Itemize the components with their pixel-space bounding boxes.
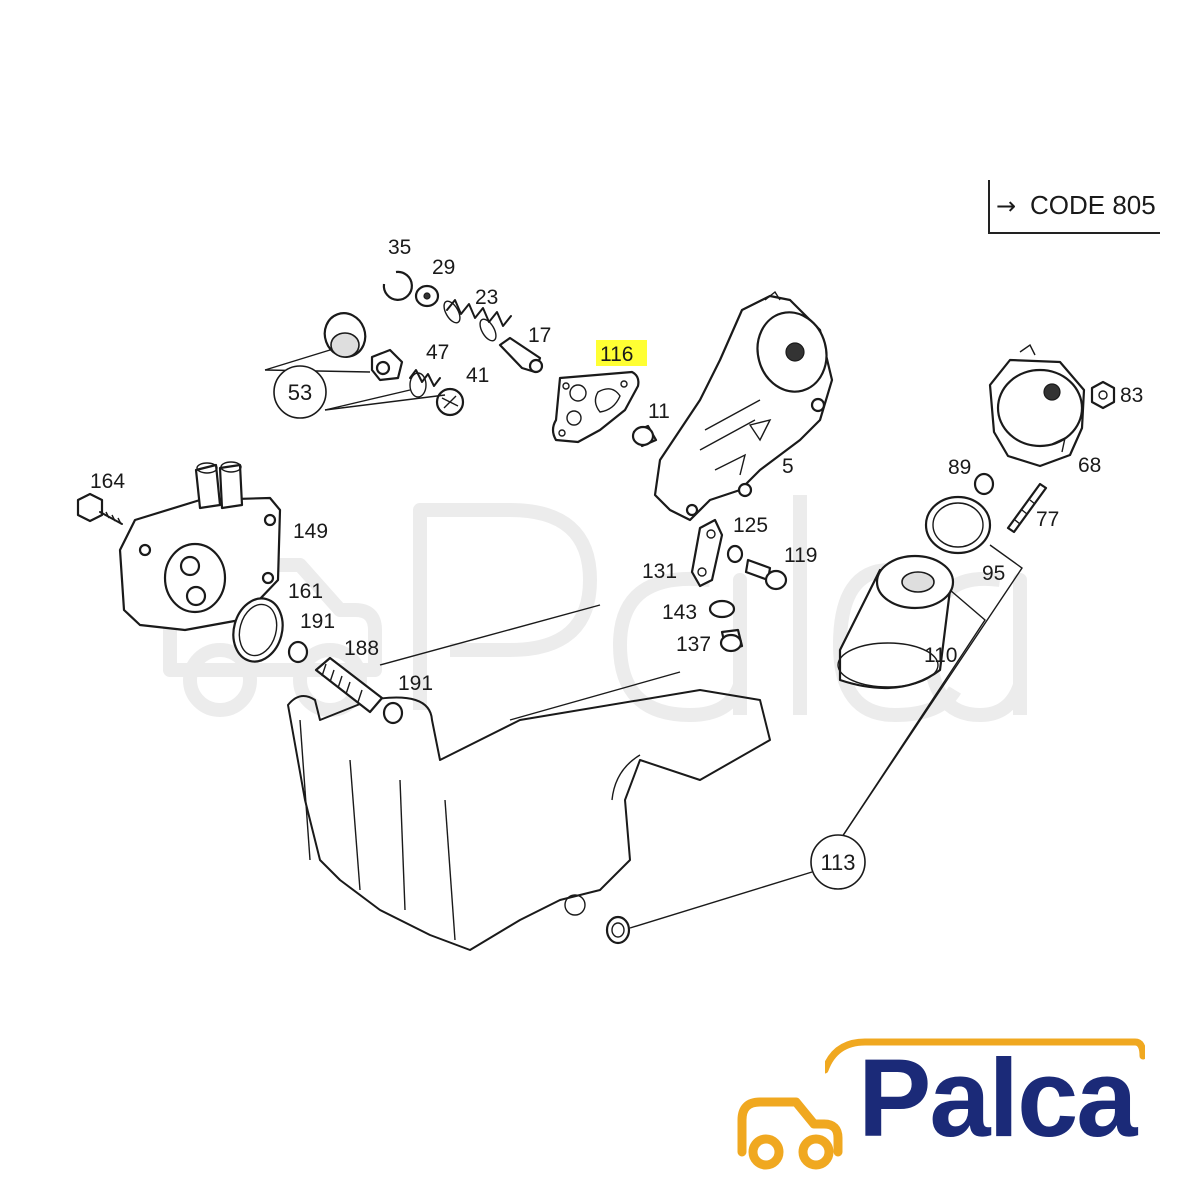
callout-113: 113 [820,850,855,875]
part-35-snap-ring [382,270,413,301]
callout-161: 161 [288,580,323,603]
callout-41: 41 [466,364,489,387]
callout-164: 164 [90,470,125,493]
part-23-spring [443,299,512,342]
callout-35: 35 [388,236,411,259]
part-119-bolt [744,558,788,591]
callout-125: 125 [733,514,768,537]
callout-53: 53 [288,380,312,405]
brand-name: Palca [858,1037,1137,1160]
part-77-stud [1006,482,1048,534]
part-137-drain-plug [719,628,744,653]
part-149-oil-cooler-housing [118,461,282,632]
callout-11: 11 [648,400,670,423]
brand-logo: Palca [730,1037,1160,1170]
truck-icon [737,1097,843,1170]
part-191-seal-upper [287,640,309,664]
callout-68: 68 [1078,454,1101,477]
part-113-drain-seal [605,915,631,945]
part-125-washer [726,544,744,564]
part-161-o-ring [232,597,284,663]
callout-149: 149 [293,520,328,543]
callout-113-circle [810,834,866,890]
callout-188: 188 [344,637,379,660]
callout-17: 17 [528,324,551,347]
callout-131: 131 [642,560,677,583]
part-5-oil-filter-housing [653,290,834,522]
leader-lines [629,544,1023,929]
callout-83: 83 [1120,384,1143,407]
code-reference-text: CODE 805 [1030,190,1156,220]
part-47-spring [409,369,441,398]
callout-5: 5 [782,455,794,478]
callout-143: 143 [662,601,697,624]
part-191-seal-lower [382,701,404,725]
part-131-gasket [690,518,724,588]
watermark-logo [163,495,1027,722]
part-53-plug [370,348,404,382]
part-143-seal-ring [708,599,736,619]
part-188-connector-tube [314,656,384,714]
part-11-bushing [631,424,658,448]
callout-191-upper: 191 [300,610,335,633]
callout-labels: 35 29 23 17 53 47 41 116 11 5 83 68 89 7… [90,236,1143,890]
callout-53-circle [273,365,327,419]
callout-89: 89 [948,456,971,479]
callout-119: 119 [784,544,817,567]
part-17-piston-pin [498,336,544,374]
part-29-washer [414,284,440,308]
code-reference-box: → CODE 805 [988,180,1160,234]
callout-47: 47 [426,341,449,364]
callout-29: 29 [432,256,455,279]
callout-95: 95 [982,562,1005,585]
part-41-valve-disc [435,387,465,417]
part-89-o-ring [973,472,995,496]
part-164-bolt [76,492,123,525]
part-110-oil-filter-element [837,554,955,690]
callout-110: 110 [924,644,957,667]
callout-77: 77 [1036,508,1059,531]
callout-191-lower: 191 [398,672,433,695]
callout-23: 23 [475,286,498,309]
part-116-gasket [551,370,640,444]
brand-swoosh [825,1038,1145,1074]
callout-116: 116 [600,343,633,366]
part-95-seal-ring [924,495,992,555]
arrow-right-icon: → [996,192,1017,220]
oil-pan [287,604,771,951]
part-68-filter-cover [988,343,1086,468]
callout-53-leaders [264,349,446,411]
part-53-sleeve [323,312,367,358]
part-83-nut [1090,380,1116,410]
callout-137: 137 [676,633,711,656]
highlight-116 [596,340,647,366]
